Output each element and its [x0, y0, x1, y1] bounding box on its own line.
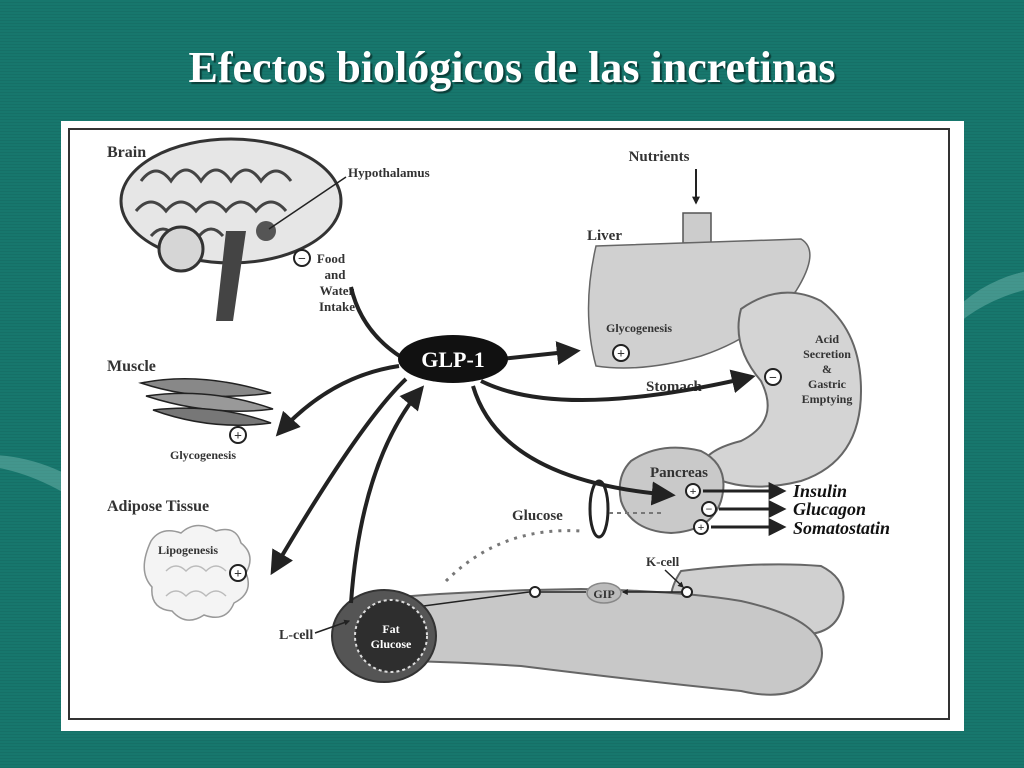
svg-text:+: + — [617, 347, 625, 362]
lumen-cross-section — [331, 589, 437, 683]
glp1-hub — [398, 335, 508, 383]
svg-text:+: + — [234, 567, 242, 582]
muscle-illustration — [138, 378, 274, 426]
incretin-diagram: Brain Hypothalamus − Food and Water Inta… — [68, 128, 950, 720]
brain-illustration — [119, 137, 343, 321]
svg-text:+: + — [690, 484, 697, 498]
acid-label: Acid — [815, 332, 839, 346]
gip-badge — [586, 582, 622, 604]
intake-label: Intake — [319, 299, 355, 314]
minus-sign-icon — [293, 249, 311, 267]
somatostatin-label: Somatostatin — [793, 518, 890, 538]
svg-text:+: + — [234, 429, 242, 444]
adipose-tissue-label: Adipose Tissue — [107, 498, 209, 515]
hypothalamus-label: Hypothalamus — [348, 165, 430, 180]
k-cell-label: K-cell — [646, 554, 680, 569]
svg-text:+: + — [698, 520, 705, 534]
food-label: Food — [317, 251, 346, 266]
insulin-label: Insulin — [792, 481, 847, 501]
l-cell-label: L-cell — [279, 628, 313, 643]
ampersand-label: & — [822, 362, 832, 376]
muscle-glycogenesis-label: Glycogenesis — [170, 448, 236, 462]
liver-illustration — [587, 212, 811, 369]
glp1-label: GLP-1 — [421, 347, 485, 372]
glp1-to-stomach-arrow — [480, 369, 756, 403]
plus-sign-icon — [685, 483, 701, 499]
glp1-to-liver-arrow — [500, 341, 581, 365]
diagram-panel: Brain Hypothalamus − Food and Water Inta… — [61, 121, 964, 731]
glp1-to-pancreas-arrow — [471, 385, 676, 506]
minus-sign-icon — [701, 501, 717, 517]
and-label: and — [325, 267, 347, 282]
glp1-to-muscle-arrow — [275, 364, 400, 437]
hypothalamus-pointer — [268, 176, 347, 230]
nutrients-label: Nutrients — [629, 149, 690, 165]
muscle-label: Muscle — [107, 358, 156, 375]
plus-sign-icon — [612, 344, 630, 362]
lumen-glucose-label: Glucose — [371, 637, 412, 651]
glucose-dotted-path — [444, 529, 582, 583]
plus-sign-icon — [229, 564, 247, 582]
pancreas-label: Pancreas — [650, 465, 708, 481]
emptying-label: Emptying — [802, 392, 853, 406]
liver-glycogenesis-label: Glycogenesis — [606, 321, 672, 335]
adipose-illustration — [143, 524, 251, 621]
svg-text:−: − — [298, 252, 306, 267]
fat-label: Fat — [382, 622, 399, 636]
lipogenesis-label: Lipogenesis — [158, 543, 218, 557]
glp1-to-brain-arrow — [349, 286, 403, 359]
diagram-frame — [68, 128, 950, 720]
gastric-label: Gastric — [808, 377, 847, 391]
water-label: Water — [320, 283, 355, 298]
svg-text:−: − — [706, 502, 713, 516]
lcell-to-glp1-arrow — [349, 385, 425, 604]
gip-label: GIP — [593, 587, 614, 601]
slide-title: Efectos biológicos de las incretinas — [188, 43, 836, 92]
glp1-to-adipose-arrow — [270, 377, 408, 576]
glucagon-label: Glucagon — [793, 499, 866, 519]
stomach-illustration — [359, 291, 863, 696]
brain-label: Brain — [107, 144, 146, 161]
glucose-label: Glucose — [512, 508, 563, 524]
minus-sign-icon — [764, 368, 782, 386]
secretion-label: Secretion — [803, 347, 851, 361]
plus-sign-icon — [229, 426, 247, 444]
plus-sign-icon — [693, 519, 709, 535]
svg-text:−: − — [769, 371, 777, 386]
glucose-ring — [588, 479, 610, 539]
liver-label: Liver — [587, 228, 622, 244]
